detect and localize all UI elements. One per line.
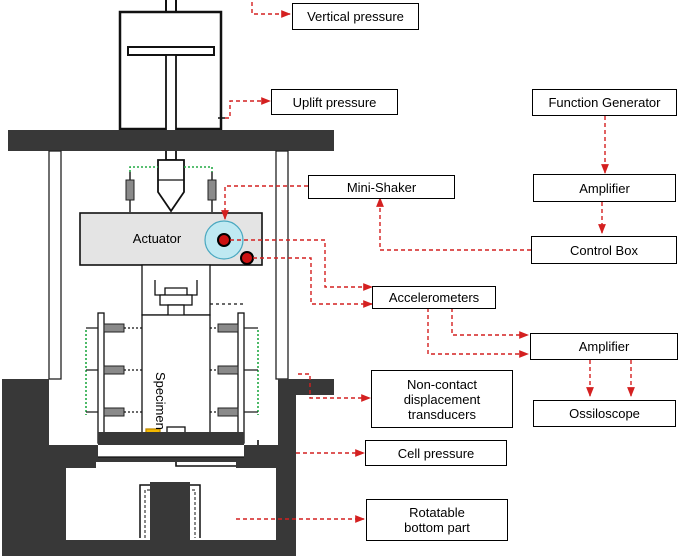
- arrow-vertical-pressure: [251, 2, 291, 18]
- accelerometer-sensor-2: [240, 251, 254, 265]
- arrow-amp-to-scope: [586, 360, 635, 397]
- cell-body: [2, 379, 334, 556]
- non-contact-line-3: transducers: [408, 406, 476, 422]
- accelerometers-text: Accelerometers: [388, 290, 480, 305]
- non-contact-transducers-box: Non-contact displacement transducers: [371, 370, 513, 428]
- transducer-rack-left: [85, 312, 142, 444]
- tie-rods: [48, 150, 289, 380]
- arrow-to-transducers-label: [298, 373, 371, 402]
- non-contact-line-1: Non-contact: [406, 376, 478, 392]
- amplifier-top-text: Amplifier: [579, 180, 630, 196]
- accelerometers-box: Accelerometers: [372, 286, 496, 309]
- ossiloscope-text: Ossiloscope: [569, 406, 640, 421]
- top-cap: [141, 264, 246, 317]
- control-box: Control Box: [531, 236, 677, 264]
- arrow-sensor-to-accelerometers: [230, 239, 373, 308]
- specimen-body: [141, 314, 211, 436]
- vertical-pressure-text: Vertical pressure: [307, 9, 404, 24]
- non-contact-line-2: displacement: [403, 391, 481, 407]
- control-box-text: Control Box: [570, 242, 638, 258]
- mini-shaker-box: Mini-Shaker: [308, 175, 455, 199]
- arrow-to-amplifier: [427, 308, 529, 358]
- rotatable-line-1: Rotatable: [409, 505, 465, 520]
- mini-shaker-text: Mini-Shaker: [346, 179, 417, 195]
- top-plate: [8, 130, 334, 151]
- rotatable-bottom: [66, 468, 276, 540]
- rotatable-line-2: bottom part: [404, 520, 470, 535]
- ossiloscope-box: Ossiloscope: [533, 400, 676, 427]
- actuator-label: Actuator: [132, 231, 182, 246]
- function-generator-box: Function Generator: [532, 89, 677, 116]
- amplifier-right-box: Amplifier: [530, 333, 678, 360]
- amplifier-top-box: Amplifier: [533, 174, 676, 202]
- top-lvdts: [125, 166, 217, 212]
- rotatable-bottom-box: Rotatable bottom part: [366, 499, 508, 541]
- loading-piston: [118, 0, 225, 213]
- arrow-mini-shaker: [221, 185, 308, 220]
- function-generator-text: Function Generator: [548, 95, 661, 110]
- amplifier-right-text: Amplifier: [578, 339, 630, 354]
- accelerometer-sensor-1: [217, 233, 231, 247]
- arrow-control-to-shaker: [376, 197, 531, 251]
- arrow-uplift-pressure: [225, 97, 271, 119]
- cell-pressure-text: Cell pressure: [397, 445, 475, 461]
- uplift-pressure-box: Uplift pressure: [271, 89, 398, 115]
- specimen-label: Specimen: [153, 372, 168, 430]
- cell-pressure-box: Cell pressure: [365, 440, 507, 466]
- uplift-pressure-text: Uplift pressure: [292, 94, 377, 110]
- transducer-rack-right: [210, 312, 259, 444]
- vertical-pressure-box: Vertical pressure: [292, 3, 419, 30]
